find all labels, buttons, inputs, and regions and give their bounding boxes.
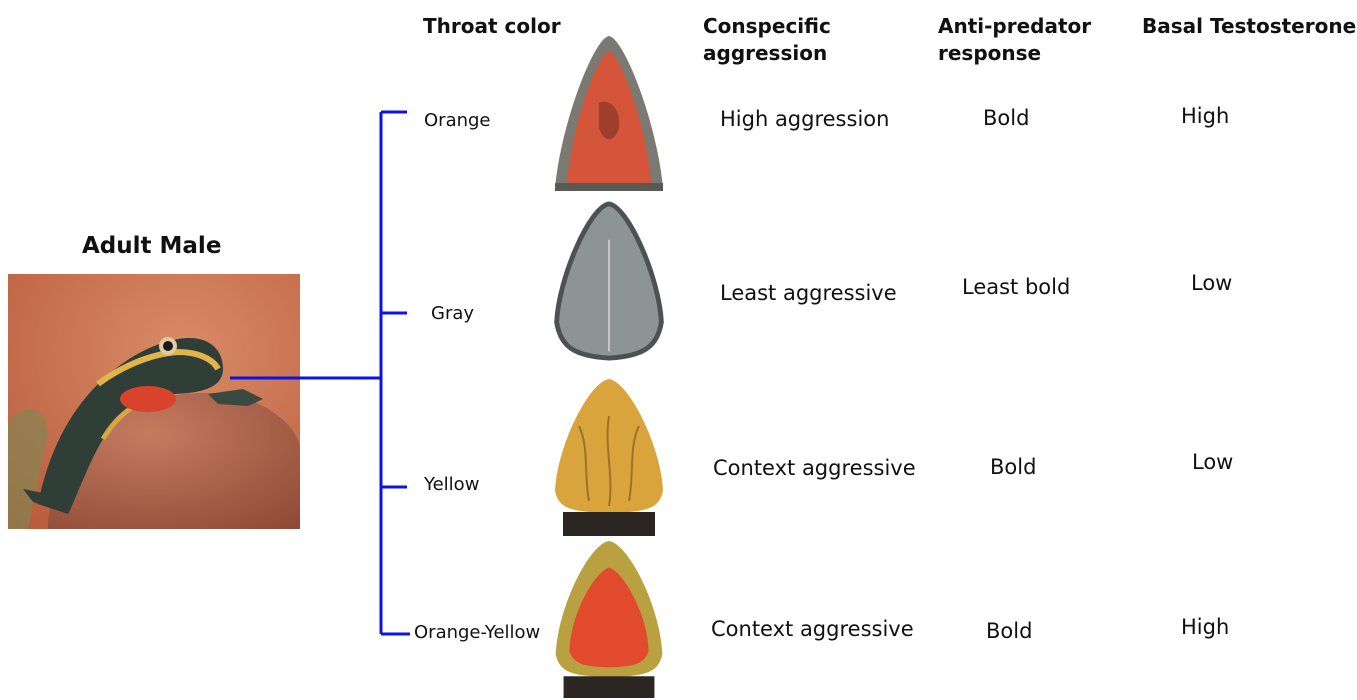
aggression-gray: Least aggressive [720, 281, 897, 305]
header-conspecific-aggression: Conspecific aggression [703, 13, 853, 67]
morph-label-orange: Orange [424, 110, 491, 131]
morph-label-orange-yellow: Orange-Yellow [414, 622, 540, 643]
anti-predator-orange: Bold [983, 106, 1029, 130]
orange-yellow-throat-image [549, 538, 669, 698]
header-throat-color: Throat color [423, 13, 561, 40]
gray-throat-image [549, 201, 669, 361]
adult-male-lizard-photo [8, 274, 300, 529]
testosterone-orange-yellow: High [1181, 615, 1229, 639]
testosterone-gray: Low [1191, 271, 1232, 295]
anti-predator-orange-yellow: Bold [986, 619, 1032, 643]
header-anti-predator-response: Anti-predator response [938, 13, 1108, 67]
aggression-yellow: Context aggressive [713, 456, 916, 480]
adult-male-title: Adult Male [82, 233, 221, 259]
aggression-orange-yellow: Context aggressive [711, 617, 914, 641]
header-basal-testosterone: Basal Testosterone [1142, 13, 1356, 40]
orange-throat-image [549, 33, 669, 193]
morph-label-yellow: Yellow [424, 474, 479, 495]
yellow-throat-image [549, 376, 669, 536]
anti-predator-gray: Least bold [962, 275, 1070, 299]
aggression-orange: High aggression [720, 107, 889, 131]
morph-label-gray: Gray [431, 303, 474, 324]
anti-predator-yellow: Bold [990, 455, 1036, 479]
testosterone-yellow: Low [1192, 450, 1233, 474]
testosterone-orange: High [1181, 104, 1229, 128]
